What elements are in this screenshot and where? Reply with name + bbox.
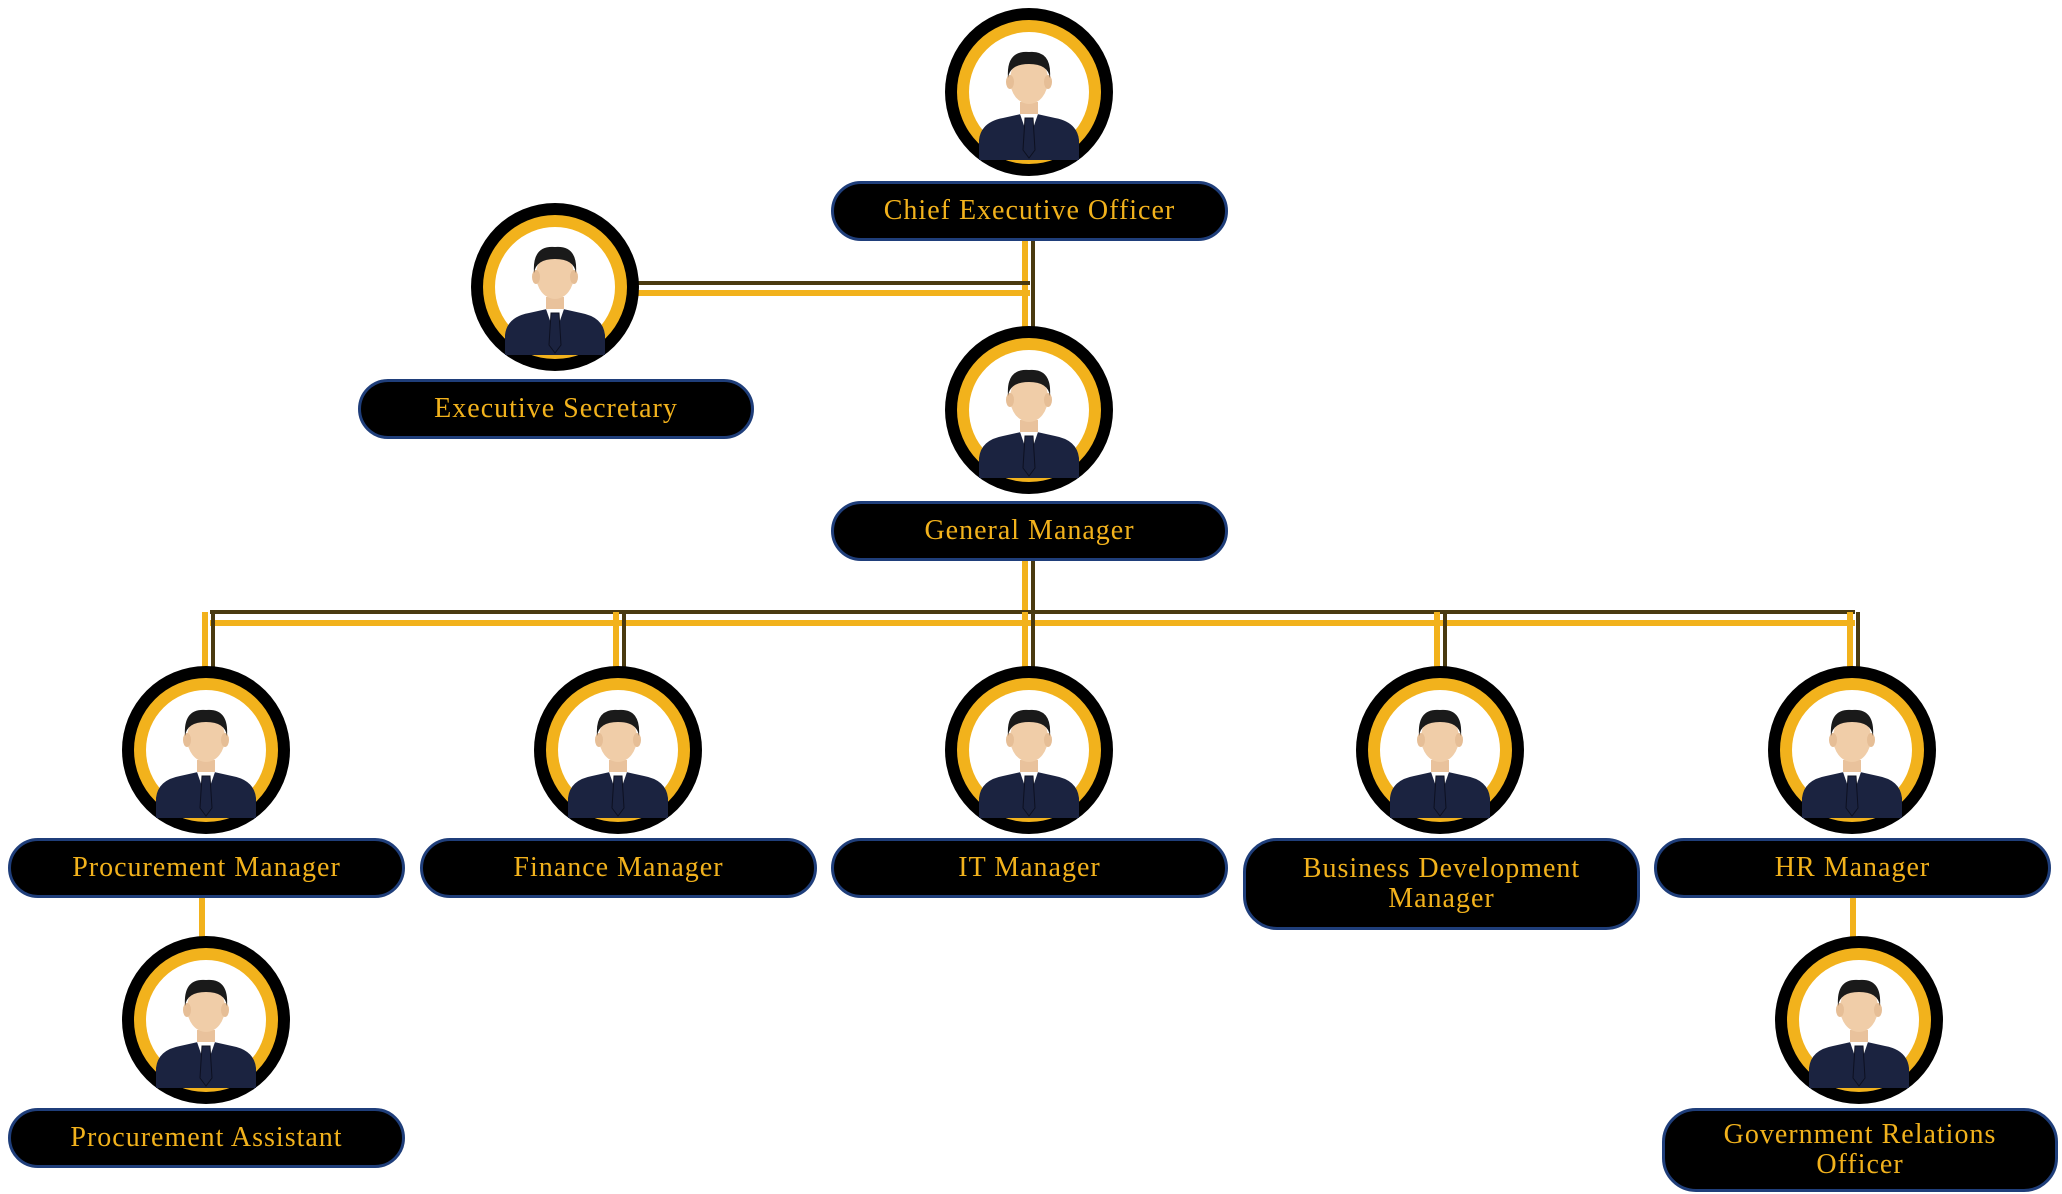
label-gm: General Manager (831, 501, 1228, 561)
avatar-ceo (945, 8, 1113, 176)
avatar-gm (945, 326, 1113, 494)
connectors (199, 236, 1860, 942)
label-secretary: Executive Secretary (358, 379, 754, 439)
label-it-manager: IT Manager (831, 838, 1228, 898)
label-ceo: Chief Executive Officer (831, 181, 1228, 241)
label-procurement-manager: Procurement Manager (8, 838, 405, 898)
avatar-it-manager (945, 666, 1113, 834)
label-bd-manager: Business Development Manager (1243, 838, 1640, 930)
label-hr-manager: HR Manager (1654, 838, 2051, 898)
label-finance-manager: Finance Manager (420, 838, 817, 898)
avatar-hr-manager (1768, 666, 1936, 834)
avatar-gro (1775, 936, 1943, 1104)
avatar-procurement-manager (122, 666, 290, 834)
avatar-secretary (471, 203, 639, 371)
label-gro: Government Relations Officer (1662, 1108, 2058, 1192)
avatar-finance-manager (534, 666, 702, 834)
avatar-procurement-assistant (122, 936, 290, 1104)
avatar-bd-manager (1356, 666, 1524, 834)
label-procurement-assistant: Procurement Assistant (8, 1108, 405, 1168)
